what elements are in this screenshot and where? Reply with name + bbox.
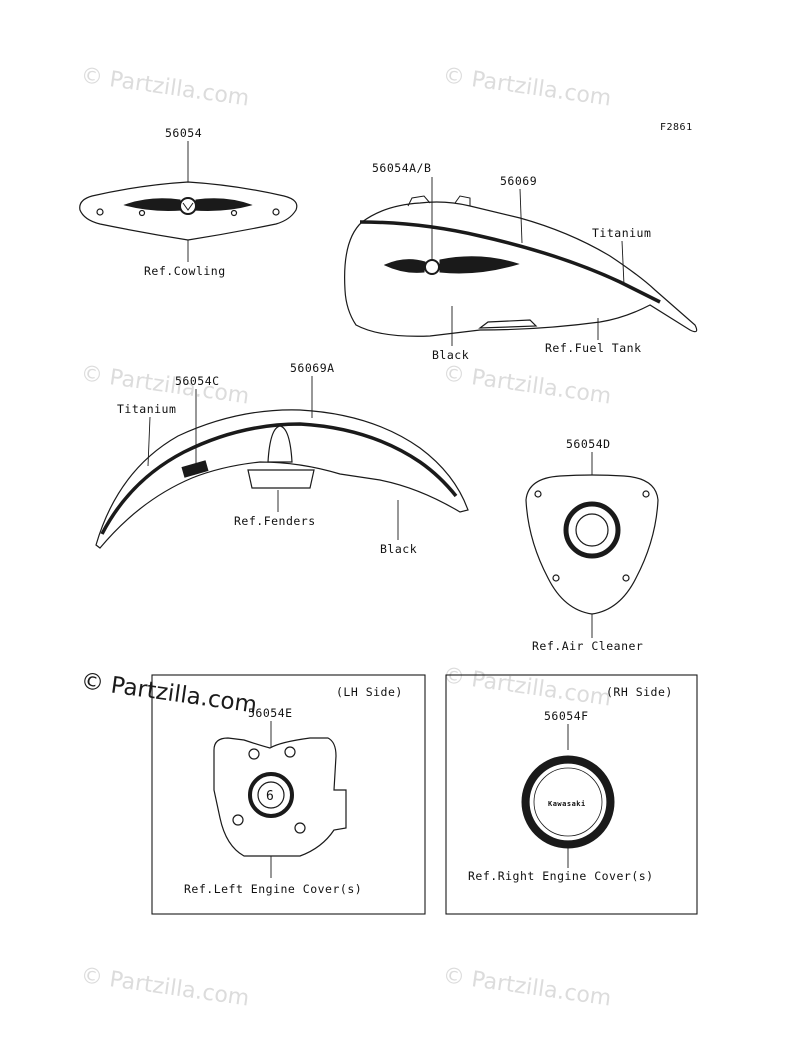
air-cleaner-bolt bbox=[552, 574, 560, 582]
part-number-56069a: 56069A bbox=[290, 361, 335, 375]
watermark: © Partzilla.com bbox=[79, 63, 251, 111]
cowling-hole bbox=[138, 209, 146, 217]
air-cleaner-emblem-inner bbox=[575, 513, 609, 547]
tank-cap bbox=[407, 195, 431, 207]
fender-bracket-top bbox=[267, 425, 293, 463]
part-number-56054: 56054 bbox=[165, 126, 202, 140]
cover-bolt bbox=[284, 746, 296, 758]
part-number-56054e: 56054E bbox=[248, 706, 293, 720]
brand-text: Kawasaki bbox=[548, 800, 586, 808]
rh-side-label: (RH Side) bbox=[606, 685, 673, 699]
watermark-dark: © Partzilla.com bbox=[79, 668, 258, 718]
air-cleaner-bolt bbox=[622, 574, 630, 582]
tank-stripe bbox=[359, 220, 661, 304]
part-number-56069: 56069 bbox=[500, 174, 537, 188]
tank-mount bbox=[478, 319, 538, 329]
v-emblem-icon bbox=[179, 197, 197, 215]
ref-fuel-tank-label: Ref.Fuel Tank bbox=[545, 341, 642, 355]
fender-group: 56054C 56069A Titanium Ref.Fenders Black bbox=[95, 361, 469, 556]
part-number-56054d: 56054D bbox=[566, 437, 611, 451]
tank-cap bbox=[454, 195, 471, 206]
color-titanium-tank: Titanium bbox=[592, 226, 651, 240]
leader-line bbox=[519, 188, 523, 244]
watermark: © Partzilla.com bbox=[441, 963, 613, 1011]
rh-box-frame bbox=[445, 674, 698, 915]
ref-fenders-label: Ref.Fenders bbox=[234, 514, 316, 528]
ref-right-cover-label: Ref.Right Engine Cover(s) bbox=[468, 869, 654, 883]
ref-air-cleaner-label: Ref.Air Cleaner bbox=[532, 639, 643, 653]
fender-bracket bbox=[247, 469, 315, 489]
diagram-code: F2861 bbox=[660, 122, 693, 133]
part-number-56054f: 56054F bbox=[544, 709, 589, 723]
air-cleaner-bolt bbox=[534, 490, 542, 498]
watermark: © Partzilla.com bbox=[441, 663, 613, 711]
rh-side-box: (RH Side) 56054F Kawasaki Ref.Right Engi… bbox=[445, 674, 698, 915]
watermark: © Partzilla.com bbox=[441, 361, 613, 409]
lh-box-frame bbox=[151, 674, 426, 915]
fender-emblem bbox=[181, 460, 209, 478]
air-cleaner-bolt bbox=[642, 490, 650, 498]
fuel-tank-group: 56054A/B 56069 Titanium Black Ref.Fuel T… bbox=[344, 161, 698, 362]
watermark: © Partzilla.com bbox=[79, 963, 251, 1011]
v-mark-icon bbox=[182, 202, 194, 211]
tank-emblem-wing-right bbox=[439, 256, 520, 274]
part-number-56054c: 56054C bbox=[175, 374, 220, 388]
six-speed-text: 6 bbox=[266, 789, 274, 804]
color-black-tank: Black bbox=[432, 348, 469, 362]
lh-side-box: (LH Side) 56054E 6 Ref.Left Engine Cover… bbox=[151, 674, 426, 915]
watermark: © Partzilla.com bbox=[441, 63, 613, 111]
leader-line bbox=[147, 416, 151, 467]
fender-shape bbox=[95, 409, 469, 549]
part-number-56054ab: 56054A/B bbox=[372, 161, 431, 175]
leader-line bbox=[621, 240, 625, 286]
cowling-hole bbox=[96, 208, 104, 216]
cowling-hole bbox=[272, 208, 280, 216]
ref-left-cover-label: Ref.Left Engine Cover(s) bbox=[184, 882, 362, 896]
fuel-tank-shape bbox=[344, 201, 698, 337]
color-black-fender: Black bbox=[380, 542, 417, 556]
cover-bolt bbox=[294, 822, 306, 834]
fender-stripe bbox=[100, 422, 458, 535]
cowling-hole bbox=[230, 209, 238, 217]
right-cover-inner bbox=[533, 767, 603, 837]
ref-cowling-label: Ref.Cowling bbox=[144, 264, 226, 278]
v-emblem-icon bbox=[424, 259, 440, 275]
six-speed-emblem-inner bbox=[257, 781, 285, 809]
color-titanium-fender: Titanium bbox=[117, 402, 176, 416]
cover-bolt bbox=[232, 814, 244, 826]
lh-side-label: (LH Side) bbox=[336, 685, 403, 699]
air-cleaner-group: 56054D Ref.Air Cleaner bbox=[525, 437, 659, 653]
cowling-decal-group: 56054 Ref.Cowling bbox=[79, 126, 298, 278]
cover-bolt bbox=[248, 748, 260, 760]
